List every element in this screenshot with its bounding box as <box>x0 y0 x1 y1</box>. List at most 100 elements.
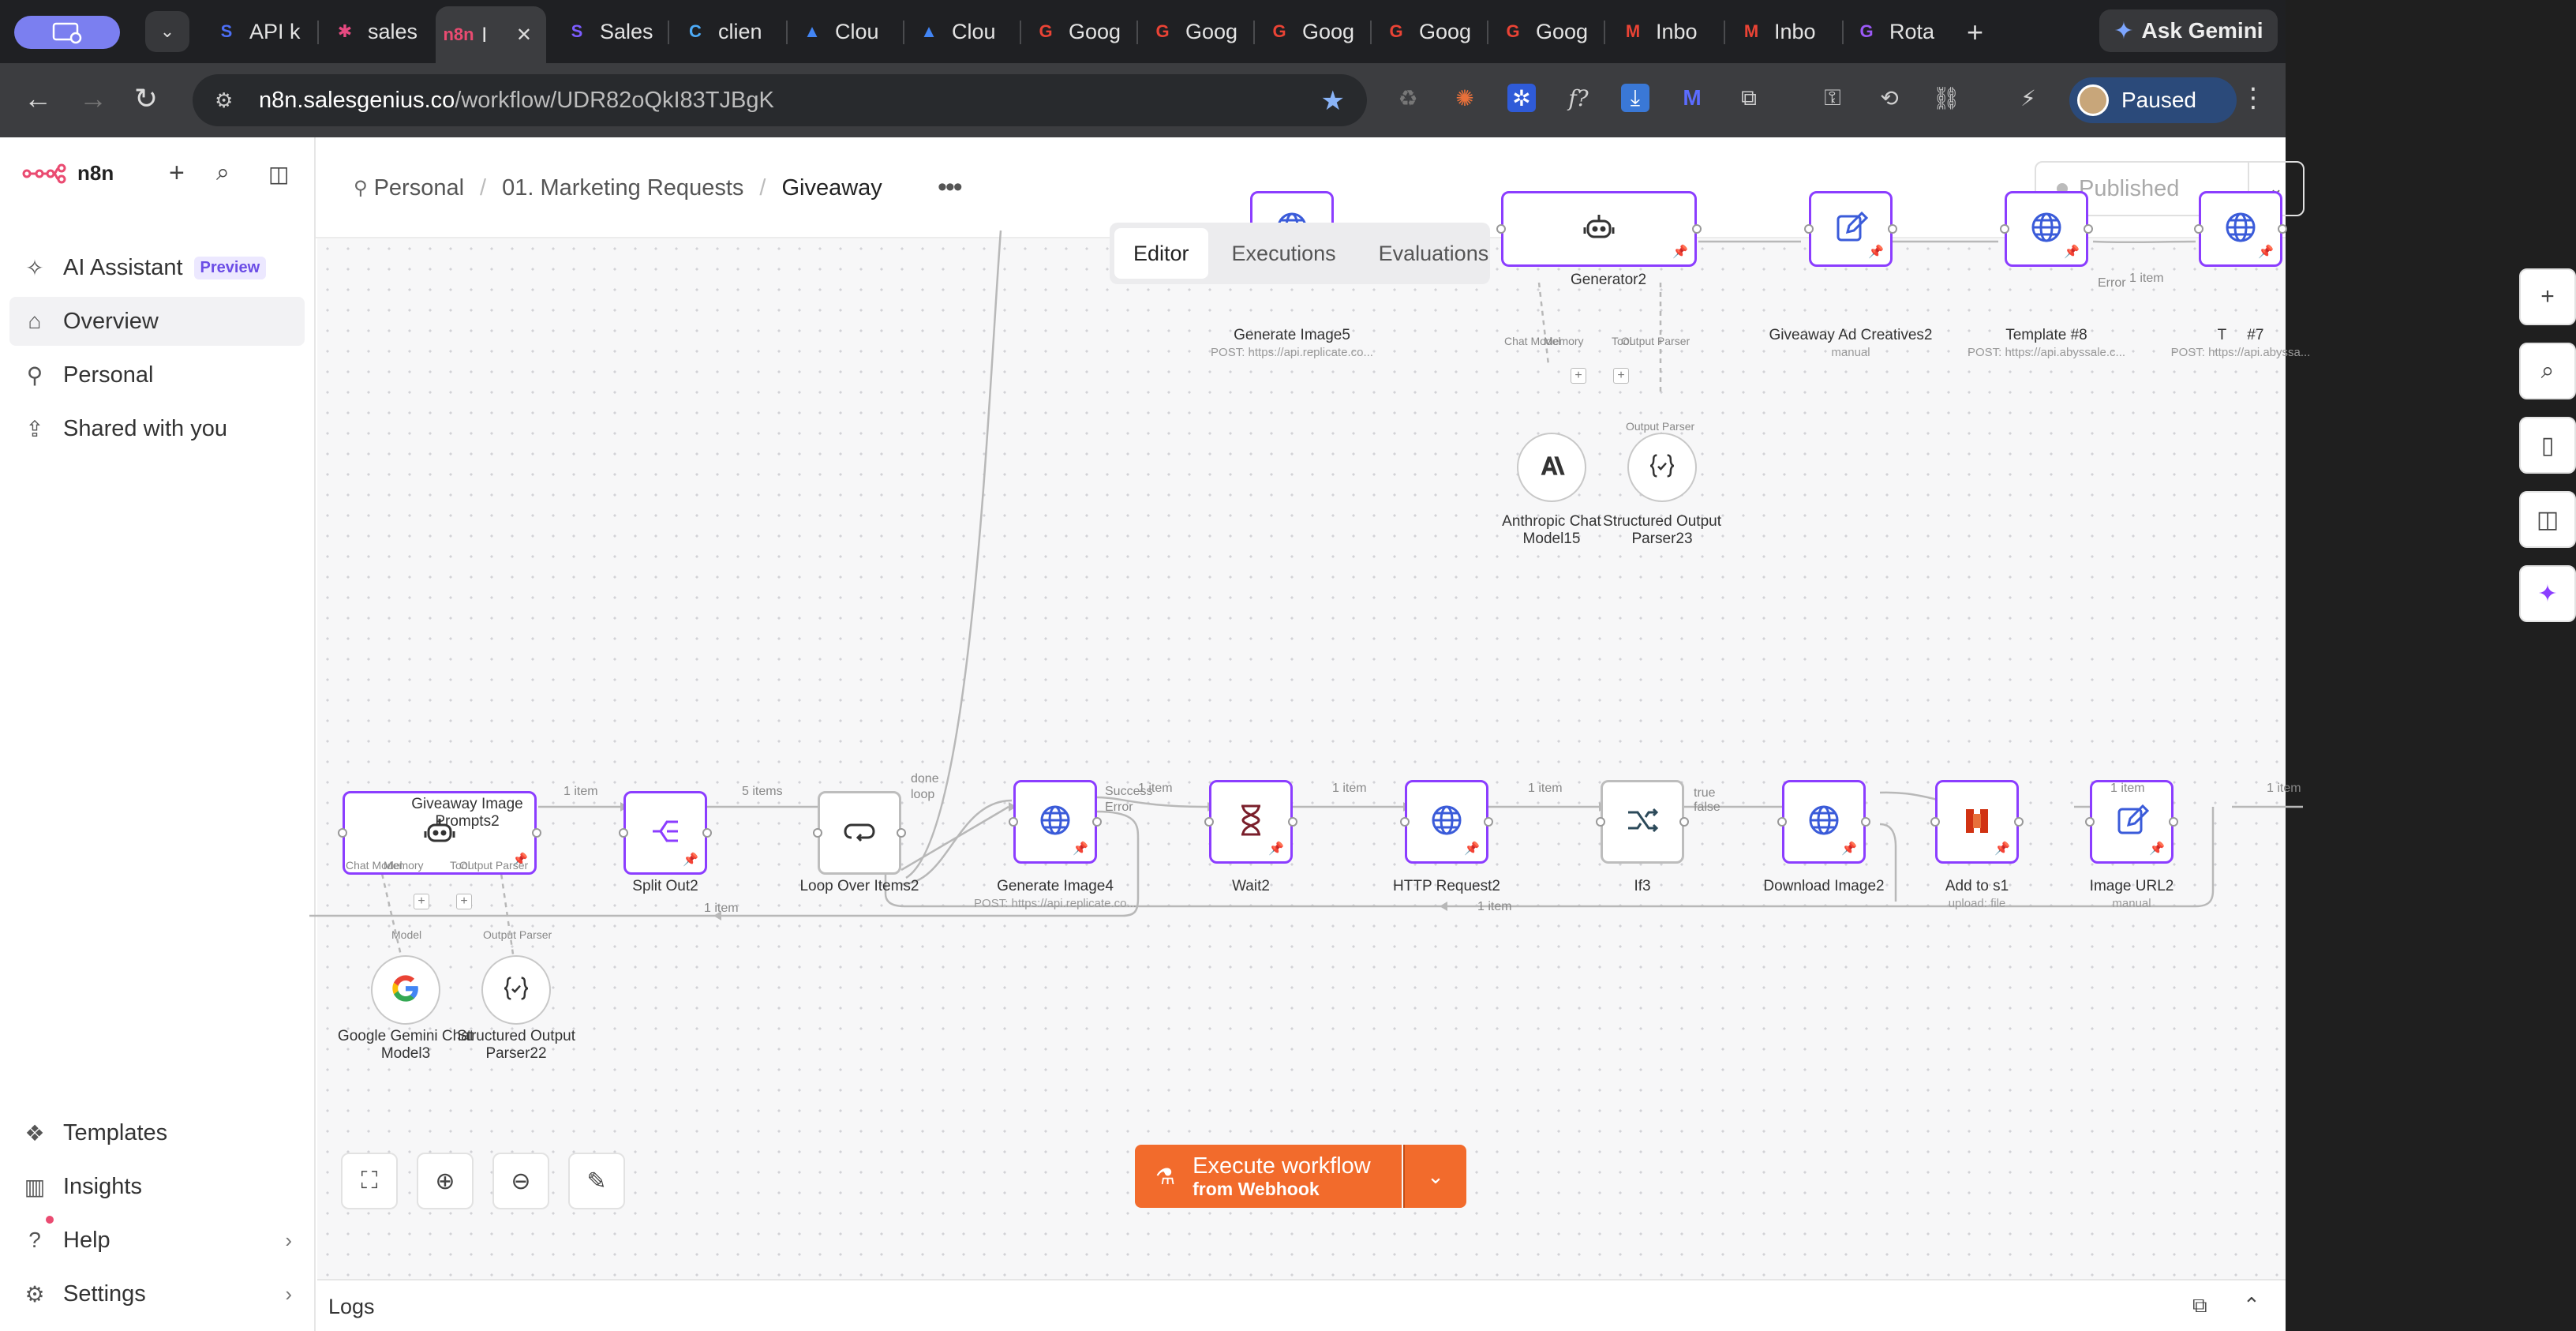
site-info-icon[interactable]: ⚙ <box>215 88 234 112</box>
node-port-right[interactable] <box>2084 224 2093 234</box>
extension-recycle-icon[interactable]: ♻ <box>1398 85 1418 111</box>
ai-sparkle-button[interactable]: ✦ <box>2519 565 2576 622</box>
node-port-right[interactable] <box>2169 817 2178 827</box>
node-port-right[interactable] <box>1692 224 1702 234</box>
history-icon[interactable]: ⟲ <box>1880 85 1899 111</box>
sidebar-item-personal[interactable]: ⚲Personal <box>9 351 305 399</box>
browser-tab[interactable]: ▲Clou <box>906 9 1017 54</box>
logs-panel[interactable]: Logs ⧉ ⌃ <box>317 1279 2286 1331</box>
node-google-gemini-chat-model3[interactable] <box>371 955 440 1025</box>
add-sub-node-button[interactable]: + <box>1613 368 1629 384</box>
extension-gear-icon[interactable]: ✲ <box>1507 84 1536 112</box>
canvas-search-button[interactable]: ⌕ <box>2519 343 2576 399</box>
back-button[interactable]: ← <box>24 82 52 115</box>
address-bar[interactable]: ⚙ n8n.salesgenius.co/workflow/UDR82oQkI8… <box>193 74 1367 126</box>
node-structured-output-parser22[interactable] <box>481 955 551 1025</box>
toggle-panel-button[interactable]: ◫ <box>2519 491 2576 548</box>
chrome-menu-icon[interactable]: ⋮ <box>2240 83 2267 113</box>
node-if3[interactable] <box>1601 780 1684 864</box>
node-port-left[interactable] <box>2194 224 2203 234</box>
tab-search-dropdown[interactable]: ⌄ <box>145 11 189 52</box>
popout-icon[interactable]: ⧉ <box>2192 1293 2207 1317</box>
node-giveaway-image-prompts2[interactable]: 📌 <box>343 791 537 875</box>
add-sub-node-button[interactable]: + <box>456 894 472 909</box>
node-template-8[interactable]: 📌 <box>2005 191 2088 267</box>
sidebar-item-overview[interactable]: ⌂Overview <box>9 297 305 346</box>
node-port-left[interactable] <box>1400 817 1410 827</box>
node-port-left[interactable] <box>813 828 822 838</box>
execute-workflow-button[interactable]: ⚗ Execute workflow from Webhook <box>1135 1145 1402 1208</box>
node-loop-over-items2[interactable] <box>818 791 901 875</box>
node-port-right[interactable] <box>2278 224 2287 234</box>
fit-view-button[interactable]: ⛶ <box>341 1153 398 1209</box>
execute-dropdown[interactable]: ⌄ <box>1403 1145 1466 1208</box>
zoom-in-button[interactable]: ⊕ <box>417 1153 474 1209</box>
node-port-left[interactable] <box>619 828 628 838</box>
node-port-left[interactable] <box>1930 817 1940 827</box>
node-split-out2[interactable]: 📌 <box>623 791 707 875</box>
node-structured-output-parser23[interactable] <box>1627 433 1697 502</box>
close-tab-icon[interactable]: ✕ <box>515 24 532 46</box>
node-port-right[interactable] <box>1679 817 1689 827</box>
collapse-sidebar-icon[interactable]: ◫ <box>268 162 290 186</box>
node-http-request2[interactable]: 📌 <box>1405 780 1488 864</box>
breadcrumb-folder[interactable]: 01. Marketing Requests <box>502 175 744 201</box>
sticky-note-button[interactable]: ▯ <box>2519 417 2576 474</box>
sidebar-item-insights[interactable]: ▥Insights <box>9 1162 305 1211</box>
tab-executions[interactable]: Executions <box>1231 241 1336 265</box>
tidy-up-button[interactable]: ✎ <box>568 1153 625 1209</box>
search-icon[interactable]: ⌕ <box>216 159 230 186</box>
password-key-icon[interactable]: ⚿ <box>1824 84 1841 110</box>
node-template-7[interactable]: 📌 <box>2199 191 2282 267</box>
node-add-to-s1[interactable]: 📌 <box>1935 780 2019 864</box>
new-tab-button[interactable]: + <box>1967 16 1983 49</box>
node-port-left[interactable] <box>1777 817 1787 827</box>
browser-tab[interactable]: ✱sales <box>322 9 432 54</box>
more-options-icon[interactable]: ••• <box>938 172 963 202</box>
workflow-name[interactable]: Giveaway <box>781 175 882 201</box>
sidebar-item-templates[interactable]: ❖Templates <box>9 1108 305 1157</box>
add-node-button[interactable]: + <box>2519 268 2576 325</box>
node-port-right[interactable] <box>1888 224 1897 234</box>
node-port-left[interactable] <box>1204 817 1214 827</box>
node-port-left[interactable] <box>1804 224 1814 234</box>
ask-gemini-button[interactable]: ✦Ask Gemini <box>2099 9 2278 52</box>
reload-button[interactable]: ↻ <box>134 82 158 115</box>
breadcrumb-personal[interactable]: Personal <box>373 175 465 201</box>
extension-download-icon[interactable]: ⤓ <box>1621 84 1649 112</box>
node-generator2[interactable]: 📌 <box>1501 191 1697 267</box>
node-wait2[interactable]: 📌 <box>1209 780 1293 864</box>
node-port-right[interactable] <box>1092 817 1102 827</box>
forward-button[interactable]: → <box>79 82 107 115</box>
performance-icon[interactable]: ⚡ <box>2020 85 2036 111</box>
bookmark-star-icon[interactable]: ★ <box>1320 86 1345 116</box>
extensions-puzzle-icon[interactable]: ⧉ <box>1741 84 1757 110</box>
add-sub-node-button[interactable]: + <box>414 894 429 909</box>
sidebar-item-shared-with-you[interactable]: ⇪Shared with you <box>9 404 305 453</box>
chevron-up-icon[interactable]: ⌃ <box>2243 1293 2260 1317</box>
browser-tab[interactable]: ▲Clou <box>789 9 900 54</box>
profile-switcher[interactable] <box>14 16 120 49</box>
node-port-left[interactable] <box>1596 817 1605 827</box>
zoom-out-button[interactable]: ⊖ <box>492 1153 549 1209</box>
node-port-right[interactable] <box>702 828 712 838</box>
add-sub-node-button[interactable]: + <box>1571 368 1586 384</box>
sidebar-item-help[interactable]: ?Help› <box>9 1216 305 1265</box>
node-port-right[interactable] <box>897 828 906 838</box>
extension-m-icon[interactable]: M <box>1683 85 1702 110</box>
add-icon[interactable]: + <box>169 158 185 188</box>
node-port-left[interactable] <box>1009 817 1018 827</box>
profile-paused-button[interactable]: Paused <box>2069 77 2237 123</box>
node-download-image2[interactable]: 📌 <box>1782 780 1866 864</box>
